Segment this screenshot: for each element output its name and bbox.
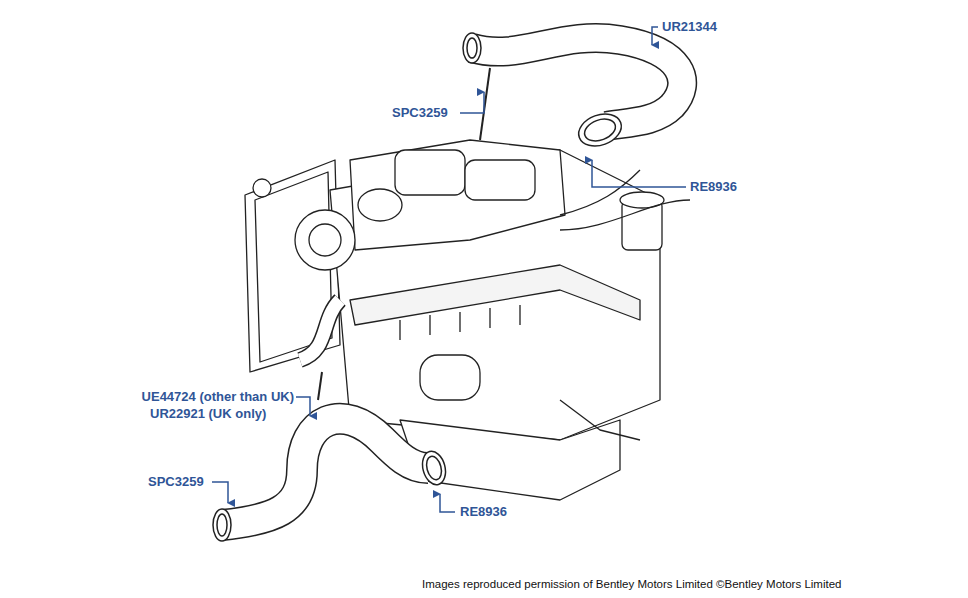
part-number: SPC3259 <box>148 474 204 490</box>
part-number: UE44724 (other than UK) <box>142 389 294 405</box>
part-number: RE8936 <box>460 504 507 520</box>
copyright-note: Images reproduced permission of Bentley … <box>422 577 841 591</box>
part-number: UR22921 (UK only) <box>150 406 266 422</box>
part-number: SPC3259 <box>392 105 448 121</box>
part-number: RE8936 <box>690 179 737 195</box>
part-number: UR21344 <box>662 19 717 35</box>
